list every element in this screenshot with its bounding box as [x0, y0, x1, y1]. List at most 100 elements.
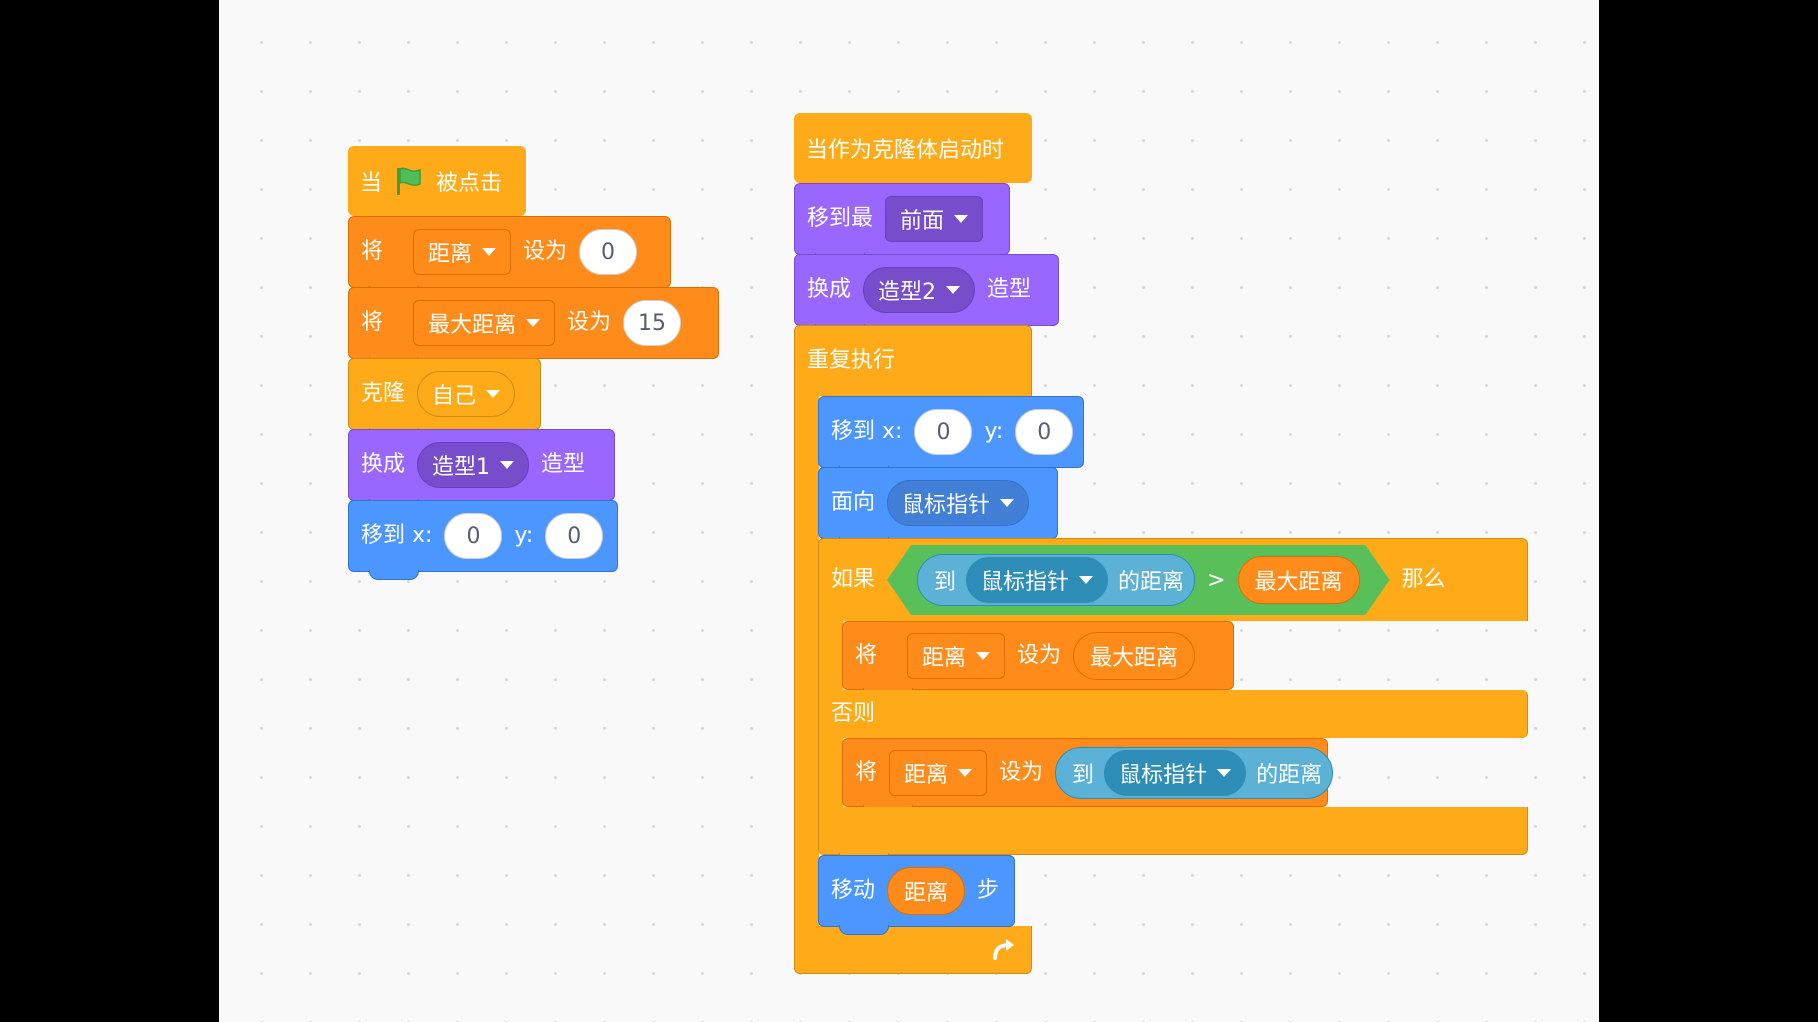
set-label: 将 [855, 759, 878, 785]
forever-arm [794, 396, 819, 926]
if-else-bottom[interactable] [818, 807, 1528, 863]
distance-target-name: 鼠标指针 [981, 570, 1070, 595]
switch-label: 换成 [361, 452, 406, 477]
move-steps-block[interactable]: 移动 距离 步 [818, 855, 1015, 935]
variable-dropdown[interactable]: 距离 [907, 632, 1006, 679]
when-flag-clicked-block[interactable]: 当 被点击 [348, 118, 526, 225]
to-label: 到 [934, 570, 957, 595]
distance-label: 的距离 [1118, 570, 1185, 595]
y-input[interactable]: 0 [1015, 409, 1074, 455]
distance-target-dropdown[interactable]: 鼠标指针 [1104, 749, 1247, 796]
if-else-block[interactable]: 如果 到 鼠标指针 的距离 > 最大距离 那么 [818, 538, 1528, 621]
move-label: 移动 [831, 878, 876, 903]
dropdown-arrow-icon [486, 390, 501, 398]
set-label: 将 [361, 239, 384, 264]
distance-to-reporter[interactable]: 到 鼠标指针 的距离 [1055, 746, 1334, 799]
clone-start-label: 当作为克隆体启动时 [806, 138, 1005, 163]
dropdown-arrow-icon [946, 286, 961, 294]
go-to-xy-block[interactable]: 移到 x: 0 y: 0 [348, 500, 618, 580]
max-distance-reporter[interactable]: 最大距离 [1073, 631, 1196, 680]
set-label: 将 [361, 310, 384, 335]
clone-target-dropdown[interactable]: 自己 [417, 371, 516, 417]
steps-label: 步 [977, 878, 1000, 903]
point-target-dropdown[interactable]: 鼠标指针 [887, 480, 1030, 526]
set-variable-block[interactable]: 将 距离 设为 到 鼠标指针 的距离 [842, 738, 1334, 815]
if-label: 如果 [831, 567, 876, 592]
green-flag-icon [394, 166, 424, 196]
else-arm [818, 738, 843, 807]
create-clone-block[interactable]: 克隆 自己 [348, 358, 541, 438]
dropdown-arrow-icon [954, 215, 969, 223]
set-variable-block[interactable]: 将 距离 设为 最大距离 [842, 621, 1234, 698]
layer-dropdown[interactable]: 前面 [885, 196, 984, 242]
layer-name: 前面 [900, 209, 945, 234]
when-start-as-clone-block[interactable]: 当作为克隆体启动时 [794, 85, 1032, 192]
set-variable-block[interactable]: 将 最大距离 设为 15 [348, 287, 719, 367]
distance-reporter[interactable]: 距离 [887, 867, 966, 915]
to-label: 到 [1072, 762, 1095, 788]
clone-target-name: 自己 [432, 384, 477, 409]
else-section[interactable]: 否则 [818, 690, 1528, 738]
goto-label: 移到 x: [831, 419, 903, 444]
dropdown-arrow-icon [482, 248, 497, 256]
if-arm [818, 621, 843, 690]
distance-target-dropdown[interactable]: 鼠标指针 [966, 557, 1108, 603]
switch-costume-block[interactable]: 换成 造型2 造型 [794, 254, 1059, 334]
to-label: 设为 [567, 310, 612, 335]
x-input[interactable]: 0 [444, 513, 503, 559]
forever-label: 重复执行 [807, 348, 896, 373]
variable-name: 距离 [428, 242, 473, 267]
distance-label: 的距离 [1256, 762, 1323, 788]
variable-dropdown[interactable]: 距离 [413, 229, 512, 275]
y-label: y: [514, 523, 534, 548]
value-input[interactable]: 15 [623, 300, 682, 346]
forever-bottom[interactable] [794, 926, 1032, 974]
point-label: 面向 [831, 490, 876, 515]
costume-name: 造型2 [878, 280, 937, 305]
distance-to-reporter[interactable]: 到 鼠标指针 的距离 [917, 554, 1195, 606]
costume-name: 造型1 [432, 455, 491, 480]
point-towards-block[interactable]: 面向 鼠标指针 [818, 467, 1058, 547]
then-label: 那么 [1401, 567, 1446, 592]
value-input[interactable]: 0 [579, 229, 638, 275]
to-label: 设为 [999, 759, 1044, 785]
greater-than-symbol: > [1207, 567, 1226, 593]
variable-name: 距离 [904, 762, 949, 788]
variable-name: 最大距离 [428, 313, 517, 338]
dropdown-arrow-icon [1000, 499, 1015, 507]
switch-costume-block[interactable]: 换成 造型1 造型 [348, 429, 615, 509]
y-input[interactable]: 0 [545, 513, 604, 559]
costume-dropdown[interactable]: 造型1 [417, 442, 530, 488]
go-to-xy-block[interactable]: 移到 x: 0 y: 0 [818, 396, 1084, 476]
clone-label: 克隆 [361, 381, 406, 406]
dropdown-arrow-icon [1079, 576, 1093, 584]
when-label: 当 [360, 171, 383, 196]
loop-arrow-icon [989, 936, 1017, 964]
set-label: 将 [855, 642, 878, 668]
max-distance-reporter[interactable]: 最大距离 [1238, 556, 1360, 604]
code-area[interactable]: 当 被点击 将 距离 设为 0 将 最大距离 设为 15 克隆 自己 [219, 0, 1599, 1022]
dropdown-arrow-icon [976, 651, 991, 660]
variable-name: 距离 [922, 645, 967, 671]
forever-block[interactable]: 重复执行 [794, 325, 1032, 396]
costume-dropdown[interactable]: 造型2 [863, 267, 976, 313]
else-label: 否则 [831, 701, 876, 726]
go-to-layer-label: 移到最 [807, 206, 874, 231]
to-label: 设为 [1017, 642, 1062, 668]
switch-label: 换成 [807, 277, 852, 302]
variable-dropdown[interactable]: 距离 [889, 749, 988, 796]
goto-label: 移到 x: [361, 523, 433, 548]
clicked-label: 被点击 [436, 171, 503, 196]
x-input[interactable]: 0 [914, 409, 973, 455]
distance-target-name: 鼠标指针 [1119, 762, 1208, 788]
dropdown-arrow-icon [1217, 768, 1232, 777]
variable-dropdown[interactable]: 最大距离 [413, 300, 556, 346]
y-label: y: [984, 419, 1004, 444]
greater-than-operator[interactable]: 到 鼠标指针 的距离 > 最大距离 [887, 545, 1390, 615]
point-target-name: 鼠标指针 [902, 493, 991, 518]
costume-suffix: 造型 [541, 452, 586, 477]
to-label: 设为 [523, 239, 568, 264]
go-to-front-block[interactable]: 移到最 前面 [794, 183, 1010, 263]
dropdown-arrow-icon [958, 768, 973, 777]
set-variable-block[interactable]: 将 距离 设为 0 [348, 216, 671, 296]
